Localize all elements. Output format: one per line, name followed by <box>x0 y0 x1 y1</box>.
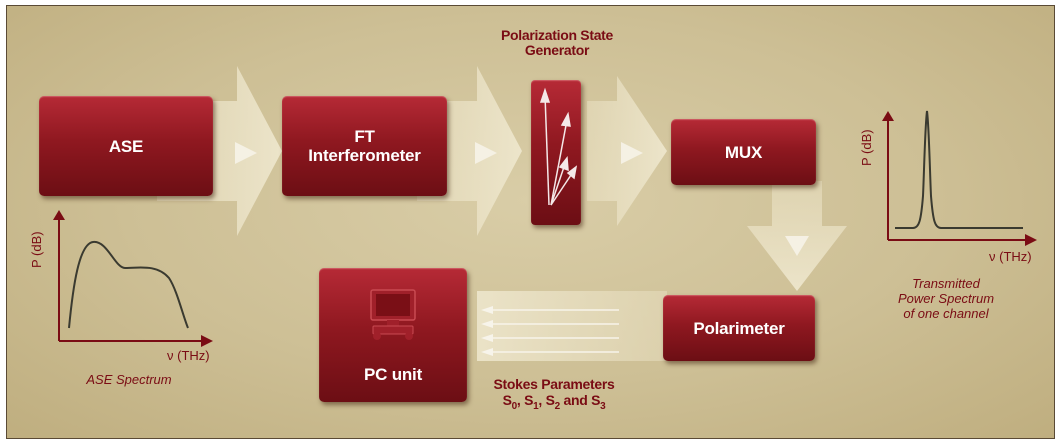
mux-label: MUX <box>724 142 763 162</box>
stokes-symbols: S0, S1, S2 and S3 <box>502 392 606 412</box>
transmitted-x-axis-label: ν (THz) <box>989 249 1032 264</box>
flow-arrow-polarimeter-to-pc <box>477 291 667 361</box>
stokes-data-lines <box>481 306 619 356</box>
arrow-head-4 <box>785 236 809 256</box>
psg-title-line1: Polarization State <box>500 27 614 43</box>
arrow-head-3 <box>621 142 643 164</box>
transmitted-spectrum-plot <box>882 110 1037 246</box>
ft-label-line2: Interferometer <box>308 146 421 165</box>
pc-unit-block: PC unit <box>319 268 467 402</box>
psg-title: Polarization State Generator <box>477 28 637 58</box>
ase-y-axis-label: P (dB) <box>29 231 44 268</box>
psg-title-line2: Generator <box>524 42 590 58</box>
polarimeter-label: Polarimeter <box>693 318 785 338</box>
arrow-head-1 <box>235 142 257 164</box>
computer-icon <box>370 289 416 340</box>
ase-x-axis-label: ν (THz) <box>167 348 210 363</box>
polarization-vectors-icon <box>539 87 578 206</box>
transmitted-y-axis-label: P (dB) <box>859 129 874 166</box>
ft-interferometer-block: FT Interferometer <box>282 96 447 196</box>
arrow-head-2 <box>475 142 497 164</box>
transmitted-spectrum-caption: Transmitted Power Spectrum of one channe… <box>897 276 995 321</box>
mux-block: MUX <box>671 119 816 185</box>
ase-block: ASE <box>39 96 213 196</box>
ase-spectrum-plot <box>53 210 213 347</box>
polarization-state-generator-block <box>531 80 581 225</box>
diagram-frame: ASE FT Interferometer MUX Polarimeter <box>6 5 1055 439</box>
transmitted-spectrum-curve <box>895 110 1023 229</box>
ase-spectrum-curve <box>68 241 189 329</box>
stokes-parameters-label: Stokes Parameters S0, S1, S2 and S3 <box>469 376 639 415</box>
ase-block-label: ASE <box>108 136 144 156</box>
polarimeter-block: Polarimeter <box>663 295 815 361</box>
ft-label-line1: FT <box>354 127 375 146</box>
ase-spectrum-caption: ASE Spectrum <box>86 372 172 387</box>
stokes-title: Stokes Parameters <box>493 376 615 392</box>
pc-unit-label: PC unit <box>363 365 423 384</box>
